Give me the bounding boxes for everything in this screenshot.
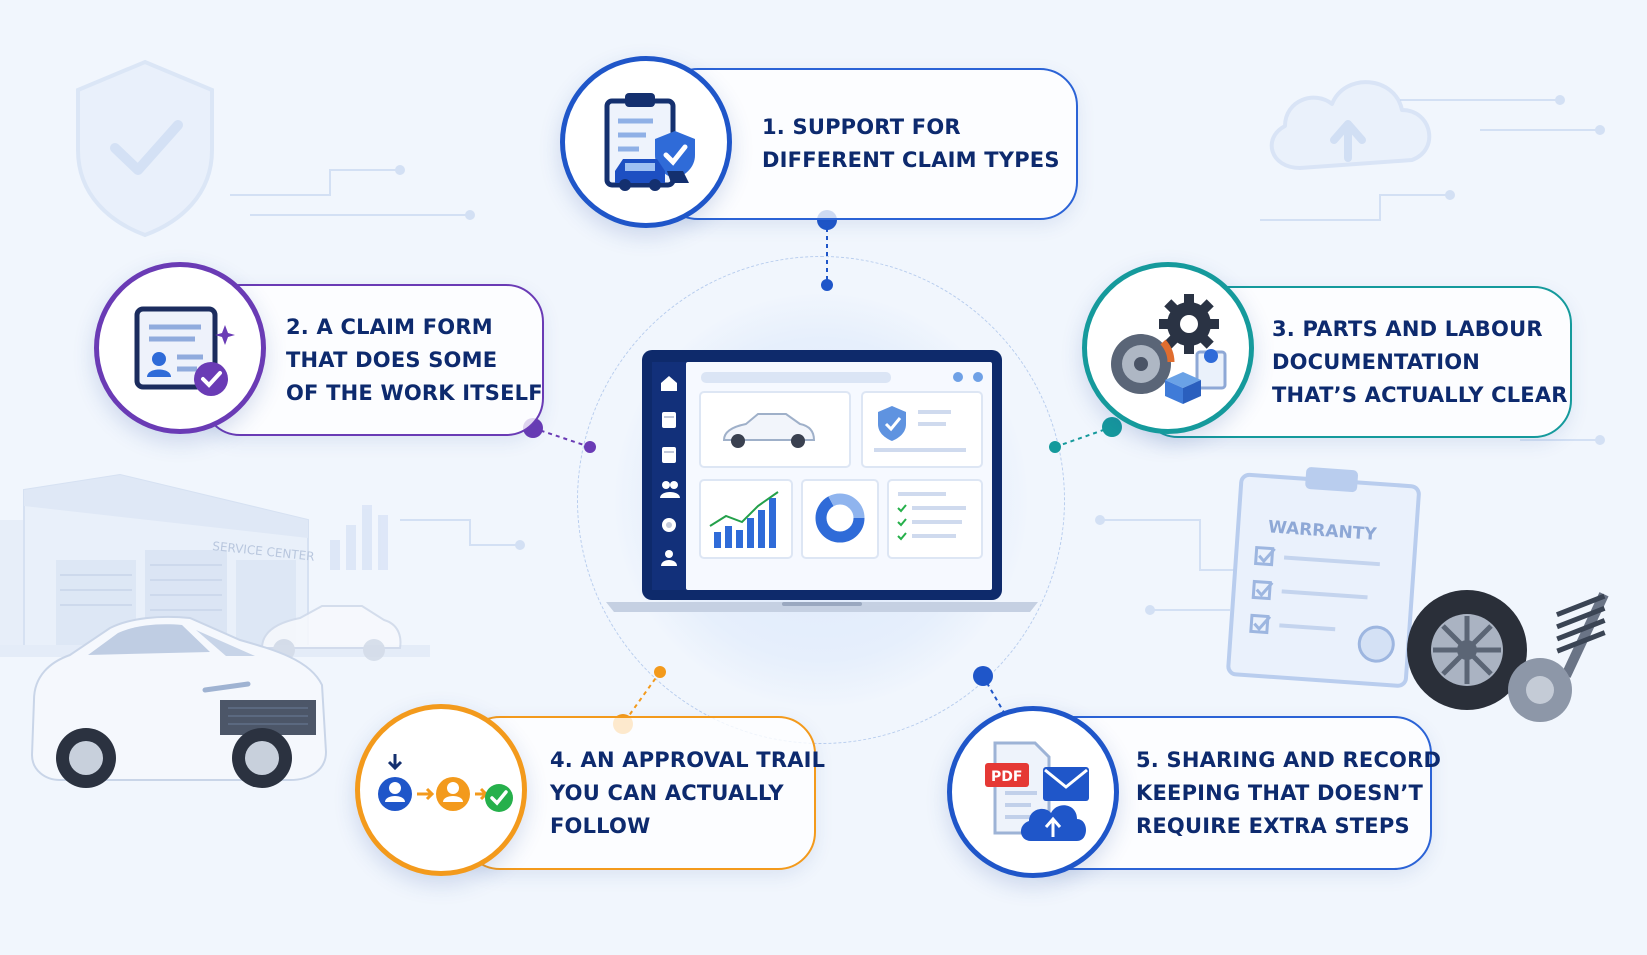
- connector-2: [532, 427, 591, 448]
- clipboard-icon: [662, 412, 676, 428]
- tire-icon: [1407, 590, 1527, 710]
- gear-icon: [662, 518, 676, 532]
- approval-flow-icon: [378, 754, 513, 812]
- feature-4-badge: [355, 704, 527, 876]
- feature-1-badge: [560, 56, 732, 228]
- feature-2-line-3: OF THE WORK ITSELF: [286, 380, 543, 405]
- shield-check-icon: [76, 59, 214, 238]
- feature-1-line-2: DIFFERENT CLAIM TYPES: [762, 148, 1060, 172]
- home-icon: [661, 376, 677, 391]
- feature-4-text: 4. AN APPROVAL TRAIL YOU CAN ACTUALLY FO…: [550, 744, 825, 843]
- clipboard-shield-car-icon: [604, 93, 695, 191]
- cloud-upload-icon: [1269, 80, 1432, 170]
- feature-5-line-3: REQUIRE EXTRA STEPS: [1136, 813, 1410, 838]
- feature-5-text: 5. SHARING AND RECORD KEEPING THAT DOESN…: [1136, 744, 1441, 843]
- connector-4: [622, 671, 661, 725]
- feature-4-line-1: 4. AN APPROVAL TRAIL: [550, 747, 826, 772]
- pdf-email-cloud-icon: PDF: [985, 741, 1089, 841]
- warranty-clipboard-icon: WARRANTY: [1226, 467, 1421, 688]
- feature-3-line-2: DOCUMENTATION: [1272, 349, 1481, 374]
- feature-2-line-1: 2. A CLAIM FORM: [286, 314, 493, 339]
- feature-5-line-1: 5. SHARING AND RECORD: [1136, 747, 1442, 772]
- pdf-label: PDF: [991, 769, 1022, 785]
- shock-absorber-icon: [1508, 592, 1609, 722]
- connector-3: [1054, 426, 1113, 448]
- feature-2-text: 2. A CLAIM FORM THAT DOES SOME OF THE WO…: [286, 311, 543, 410]
- feature-5-line-2: KEEPING THAT DOESN’T: [1136, 780, 1424, 805]
- feature-2-badge: [94, 262, 266, 434]
- id-form-check-icon: [134, 306, 235, 396]
- clipboard-icon: [662, 447, 676, 463]
- user-settings-icon: [665, 550, 673, 558]
- users-icon: [662, 481, 670, 489]
- feature-5-badge: PDF: [947, 706, 1119, 878]
- suv-car-icon: [30, 615, 328, 788]
- gear-brake-parts-icon: [1111, 294, 1227, 404]
- feature-4-line-2: YOU CAN ACTUALLY: [550, 780, 784, 805]
- feature-3-line-3: THAT’S ACTUALLY CLEAR: [1272, 382, 1568, 407]
- feature-4-line-3: FOLLOW: [550, 813, 651, 838]
- feature-1-line-1: 1. SUPPORT FOR: [762, 115, 961, 139]
- feature-3-text: 3. PARTS AND LABOUR DOCUMENTATION THAT’S…: [1272, 313, 1568, 412]
- feature-2-line-2: THAT DOES SOME: [286, 347, 498, 372]
- feature-3-badge: [1082, 262, 1254, 434]
- feature-3-line-1: 3. PARTS AND LABOUR: [1272, 316, 1543, 341]
- laptop-dashboard-icon: [606, 350, 1038, 612]
- center-dashed-ring: [577, 256, 1065, 744]
- feature-1-text: 1. SUPPORT FOR DIFFERENT CLAIM TYPES: [762, 111, 1060, 177]
